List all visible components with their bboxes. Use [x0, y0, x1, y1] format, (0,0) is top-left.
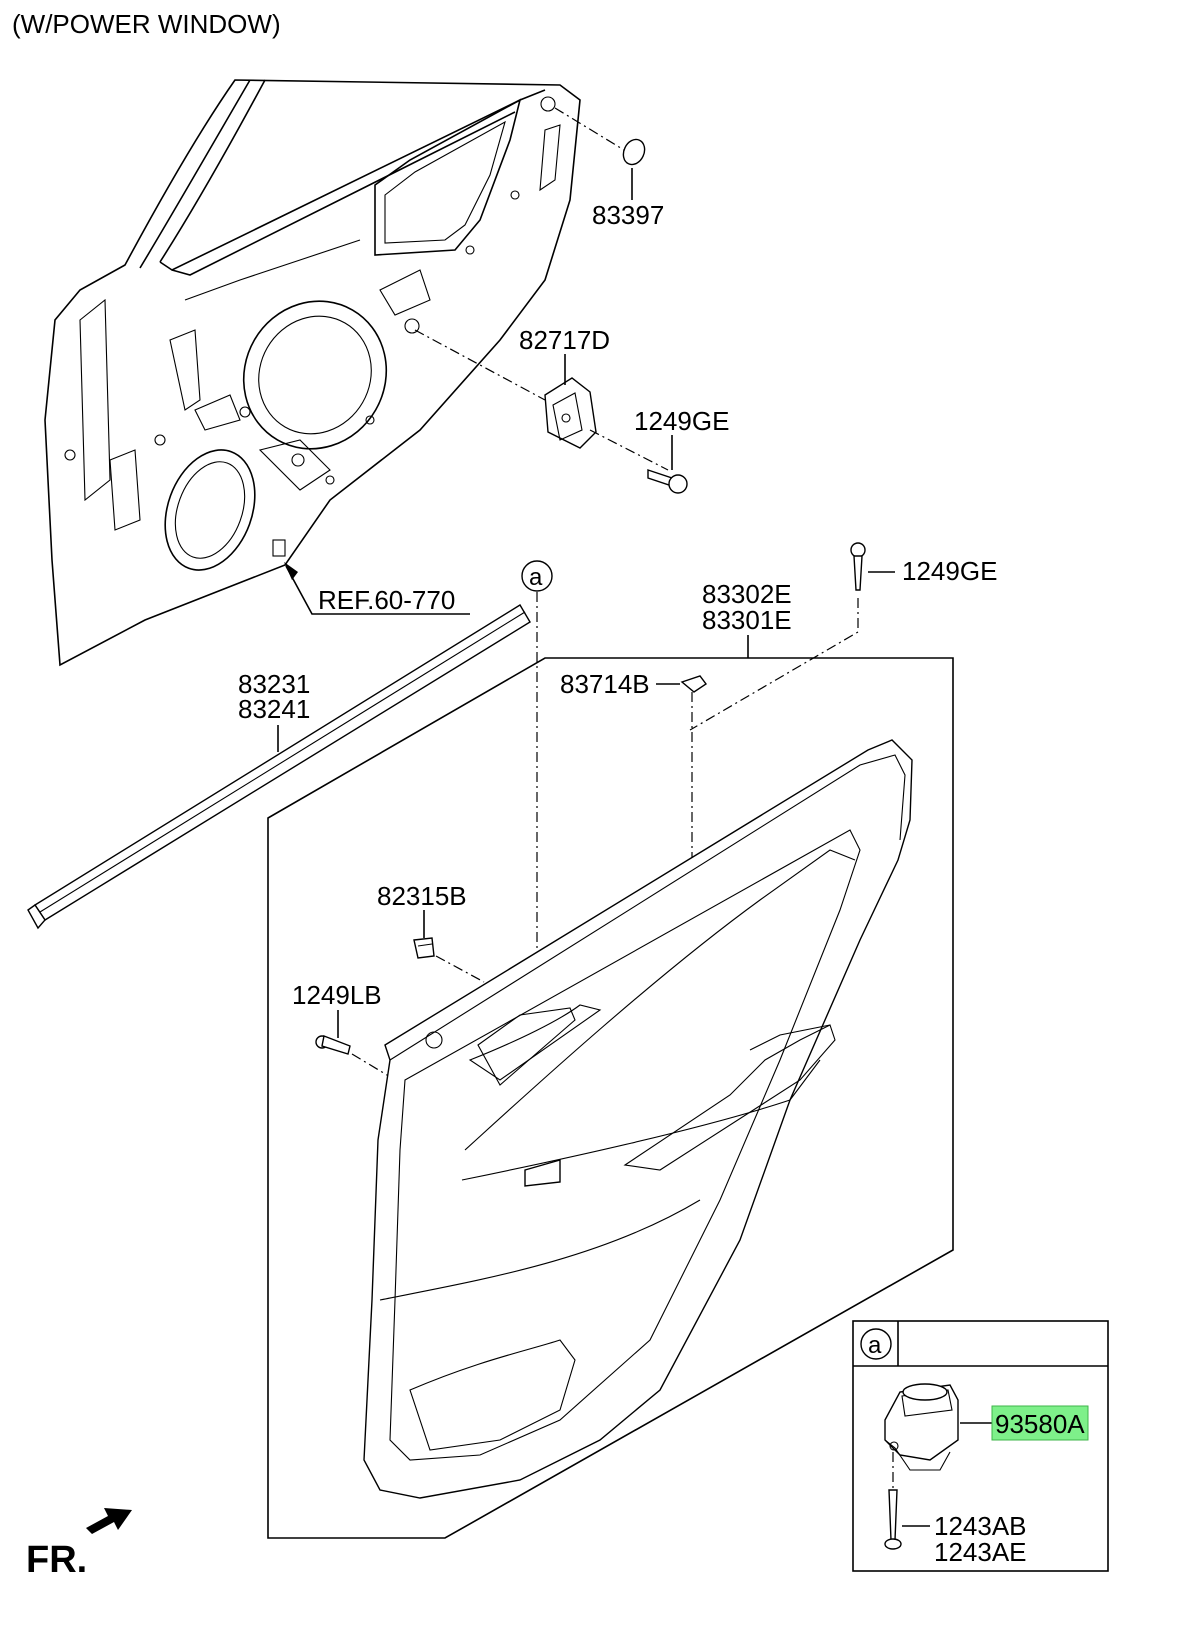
label-82717d: 82717D [519, 325, 610, 355]
label-ref-60-770[interactable]: REF.60-770 [318, 585, 455, 615]
label-93580a[interactable]: 93580A [995, 1409, 1085, 1439]
part-1249ge-screw-bracket[interactable] [647, 435, 688, 494]
label-83714b: 83714B [560, 669, 650, 699]
part-1249ge-screw-panel[interactable] [689, 542, 895, 731]
front-label: FR. [26, 1539, 87, 1581]
diagram-title: (W/POWER WINDOW) [12, 9, 281, 39]
label-83241: 83241 [238, 694, 310, 724]
label-1243ae: 1243AE [934, 1537, 1027, 1567]
part-93580a-window-switch[interactable] [884, 1383, 992, 1488]
label-83397: 83397 [592, 200, 664, 230]
inset-a-letter: a [868, 1332, 882, 1359]
window-switch-recess [524, 1159, 561, 1187]
part-1243ab-screw[interactable] [884, 1489, 930, 1550]
callout-a-main[interactable] [521, 560, 553, 965]
part-83231-weatherstrip[interactable] [27, 604, 531, 930]
ref-60-770-pointer[interactable] [284, 562, 470, 615]
label-83231: 83231 [238, 669, 310, 699]
label-1249ge-bracket: 1249GE [634, 406, 729, 436]
highlight-93580a [991, 1405, 1089, 1441]
part-door-trim-panel[interactable] [363, 739, 913, 1499]
part-82717d-bracket[interactable] [414, 329, 669, 471]
door-trim-box [267, 657, 954, 1539]
label-1249ge-panel: 1249GE [902, 556, 997, 586]
door-inner-frame [44, 79, 581, 667]
inset-box-a [852, 1320, 1109, 1572]
label-83302e: 83302E [702, 579, 792, 609]
label-1243ab: 1243AB [934, 1511, 1027, 1541]
callout-a-main-letter: a [529, 564, 543, 591]
label-82315b: 82315B [377, 881, 467, 911]
part-83397-plug[interactable] [554, 107, 649, 200]
label-83301e: 83301E [702, 605, 792, 635]
front-direction-arrow [86, 1508, 132, 1534]
part-82315b-fastener[interactable] [413, 910, 485, 983]
label-1249lb: 1249LB [292, 980, 382, 1010]
part-1249lb-screw[interactable] [315, 1010, 393, 1079]
